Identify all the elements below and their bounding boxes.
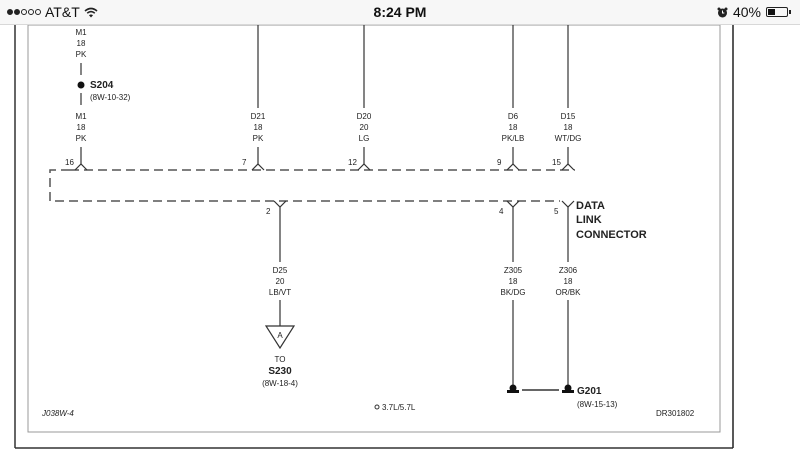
wire-id: M1 (75, 28, 87, 37)
wire-color: LG (359, 134, 370, 143)
wire-gauge: 18 (77, 39, 86, 48)
engine-option-label: 3.7L/5.7L (382, 403, 416, 412)
pin-terminal-icon (251, 163, 265, 171)
clock: 8:24 PM (373, 4, 427, 20)
pin-terminal-icon (273, 200, 287, 208)
battery-icon (766, 7, 791, 17)
alarm-icon (717, 7, 728, 17)
wire-gauge: 18 (509, 277, 518, 286)
pin-number: 15 (552, 158, 561, 167)
upper-wire-m1[interactable]: M1 18 PK (75, 28, 87, 75)
wire-id: D15 (561, 112, 576, 121)
offpage-connector-a[interactable]: A TO S230 (8W-18-4) (262, 300, 298, 388)
connector-name-line-3: CONNECTOR (576, 229, 647, 241)
signal-dots-icon (7, 9, 41, 15)
ground-g201[interactable]: G201 (8W-15-13) (507, 300, 618, 409)
splice-dot-icon (77, 81, 85, 89)
pin-terminal-icon (74, 163, 88, 171)
offpage-letter: A (277, 331, 283, 340)
wire-id: Z306 (559, 266, 578, 275)
splice-s204[interactable]: S204 (8W-10-32) (77, 80, 131, 105)
wire-color: PK (253, 134, 264, 143)
ground-icon (507, 384, 519, 393)
pin-number: 12 (348, 158, 357, 167)
wire-gauge: 18 (77, 123, 86, 132)
wifi-icon (84, 7, 98, 17)
pin-number: 16 (65, 158, 74, 167)
splice-ref: (8W-10-32) (90, 93, 131, 102)
engine-option-icon (374, 404, 380, 410)
pin-terminal-icon (506, 163, 520, 171)
offpage-name: S230 (268, 366, 292, 377)
pin-terminal-icon (357, 163, 371, 171)
wire-color: WT/DG (555, 134, 582, 143)
wire-gauge: 18 (254, 123, 263, 132)
diagram-border (27, 25, 721, 433)
connector-name-line-1: DATA (576, 200, 605, 212)
pin-number: 5 (554, 207, 559, 216)
pin-number: 4 (499, 207, 504, 216)
ground-ref: (8W-15-13) (577, 400, 618, 409)
offpage-ref: (8W-18-4) (262, 379, 298, 388)
ground-icon (562, 384, 574, 393)
wire-gauge: 18 (564, 277, 573, 286)
figure-id-left: J038W-4 (41, 409, 74, 418)
connector-outline (49, 169, 560, 202)
connector-name-line-2: LINK (576, 214, 602, 226)
wire-gauge: 18 (564, 123, 573, 132)
figure-id-right: DR301802 (656, 409, 695, 418)
wire-color: BK/DG (501, 288, 526, 297)
status-bar: AT&T 8:24 PM 40% (0, 0, 800, 25)
wire-color: LB/VT (269, 288, 291, 297)
wire-id: M1 (75, 112, 87, 121)
wire-id: D21 (251, 112, 266, 121)
wire-gauge: 20 (276, 277, 285, 286)
wire-id: D6 (508, 112, 519, 121)
pin-number: 7 (242, 158, 247, 167)
pin-terminal-icon (561, 200, 575, 208)
pin-number: 9 (497, 158, 502, 167)
wire-color: PK (76, 50, 87, 59)
wire-color: OR/BK (556, 288, 582, 297)
wiring-diagram[interactable]: M1 18 PK S204 (8W-10-32) M118PK16D2118PK… (0, 25, 800, 450)
ground-name: G201 (577, 386, 602, 397)
pin-number: 2 (266, 207, 271, 216)
offpage-triangle-icon (264, 325, 296, 350)
offpage-to: TO (275, 355, 286, 364)
wire-id: Z305 (504, 266, 523, 275)
wire-gauge: 18 (509, 123, 518, 132)
wire-color: PK/LB (502, 134, 525, 143)
wire-color: PK (76, 134, 87, 143)
pin-terminal-icon (506, 200, 520, 208)
pin-terminal-icon (561, 163, 575, 171)
status-right: 40% (717, 4, 791, 20)
battery-percent: 40% (732, 4, 761, 20)
carrier-label: AT&T (45, 4, 80, 20)
wire-id: D20 (357, 112, 372, 121)
splice-name: S204 (90, 80, 114, 91)
wire-gauge: 20 (360, 123, 369, 132)
data-link-connector-label: DATA LINK CONNECTOR (576, 200, 647, 241)
status-left: AT&T (7, 4, 98, 20)
wire-id: D25 (273, 266, 288, 275)
